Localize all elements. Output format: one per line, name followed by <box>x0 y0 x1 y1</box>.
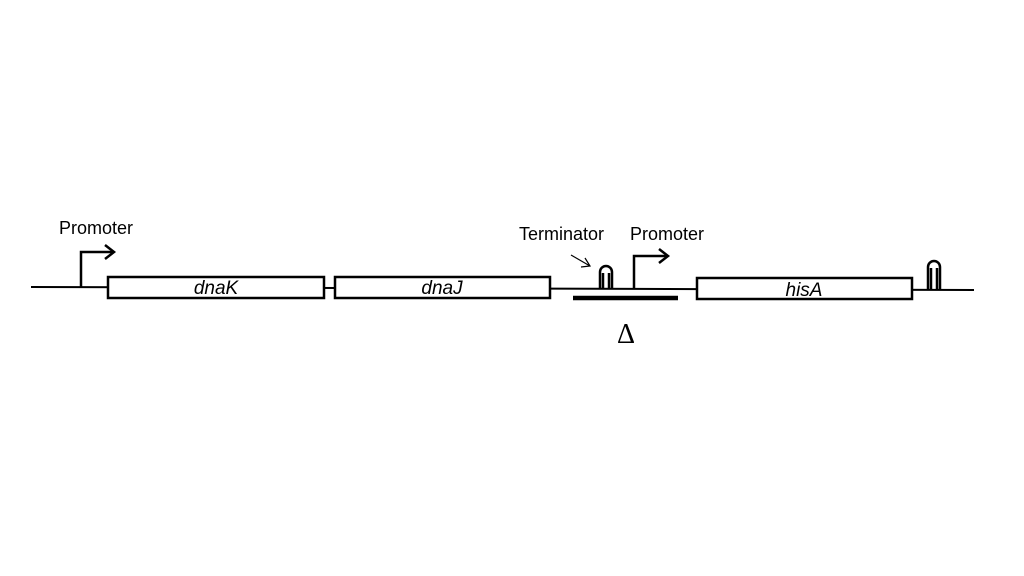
promoter-left-arrow <box>79 244 117 287</box>
promoter-right-label: Promoter <box>630 224 704 244</box>
terminator-label: Terminator <box>519 224 604 244</box>
gene-label-dnak: dnaK <box>194 278 240 299</box>
gene-label-dnaj: dnaJ <box>421 278 463 299</box>
deletion-symbol: Δ <box>617 319 635 350</box>
gene-box-dnak: dnaK <box>106 275 326 300</box>
gene-box-hisa: hisA <box>695 276 914 301</box>
gene-box-dnaj: dnaJ <box>333 275 552 300</box>
terminator-hairpin-icon <box>598 264 614 288</box>
promoter-right-arrow <box>632 248 671 289</box>
gene-label-hisa: hisA <box>786 280 823 301</box>
terminator-pointer-arrow-icon <box>570 254 592 268</box>
terminator-hairpin-end-icon <box>926 259 942 290</box>
promoter-left-label: Promoter <box>59 218 133 238</box>
